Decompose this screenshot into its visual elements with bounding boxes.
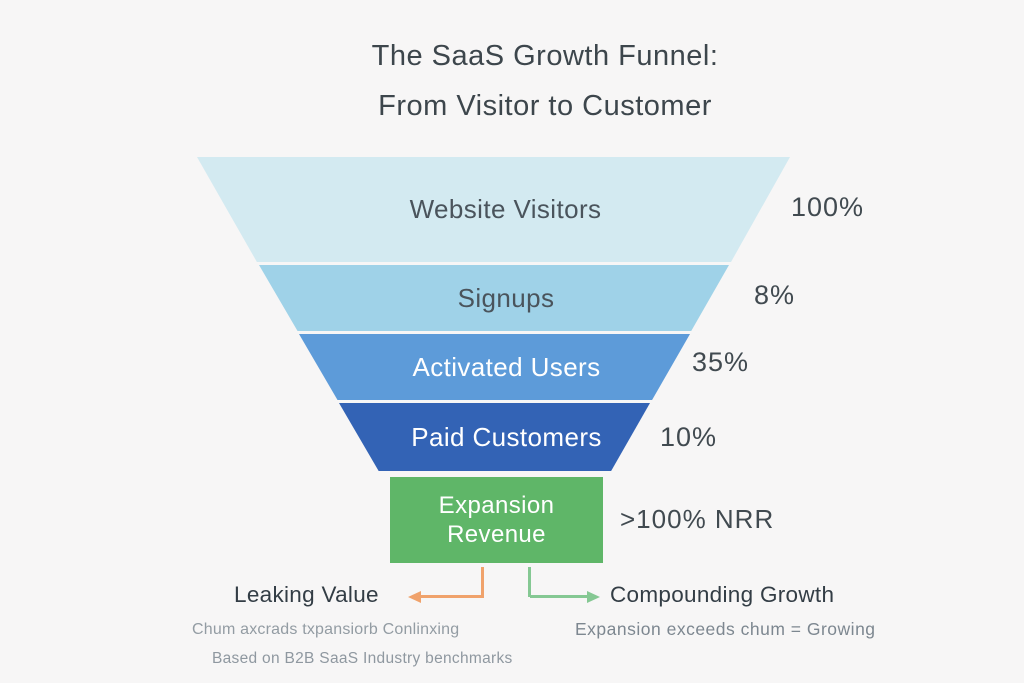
funnel-stage-signups: Signups	[259, 265, 729, 331]
stage-value-paid-customers: 10%	[660, 422, 718, 452]
title-line-1: The SaaS Growth Funnel:	[371, 40, 719, 72]
benchmark-footnote: Based on B2B SaaS Industry benchmarks	[212, 650, 513, 667]
leaking-value-arrow-vertical	[481, 567, 484, 597]
stage-label: Signups	[457, 282, 555, 313]
stage-label: Expansion Revenue	[438, 492, 555, 548]
stage-value-signups: 8%	[754, 280, 796, 310]
funnel-stage-paid-customers: Paid Customers	[339, 403, 650, 471]
expansion-caption: Expansion exceeds chum = Growing	[575, 619, 876, 639]
stage-label: Website Visitors	[409, 194, 602, 224]
page-title: The SaaS Growth Funnel: From Visitor to …	[372, 31, 719, 131]
funnel-stage-activated-users: Activated Users	[299, 334, 690, 400]
right-arrowhead-icon	[587, 590, 600, 603]
funnel-stage-website-visitors: Website Visitors	[197, 157, 790, 262]
stage-label: Activated Users	[412, 351, 601, 382]
compounding-growth-arrow-horizontal	[530, 595, 588, 598]
stage-value-expansion-revenue: >100% NRR	[620, 504, 775, 534]
leaking-value-label: Leaking Value	[234, 582, 379, 607]
funnel-stage-expansion-revenue: Expansion Revenue	[390, 477, 603, 563]
stage-value-website-visitors: 100%	[791, 192, 865, 222]
leaking-value-arrow-horizontal	[420, 595, 484, 598]
title-line-2: From Visitor to Customer	[378, 90, 712, 122]
compounding-growth-arrow-vertical	[528, 567, 531, 597]
churn-caption: Chum axcrads txpansiorb Conlinxing	[192, 621, 460, 638]
left-arrowhead-icon	[408, 590, 421, 603]
stage-label: Paid Customers	[411, 421, 602, 452]
stage-value-activated-users: 35%	[692, 347, 750, 377]
compounding-growth-label: Compounding Growth	[610, 582, 835, 607]
